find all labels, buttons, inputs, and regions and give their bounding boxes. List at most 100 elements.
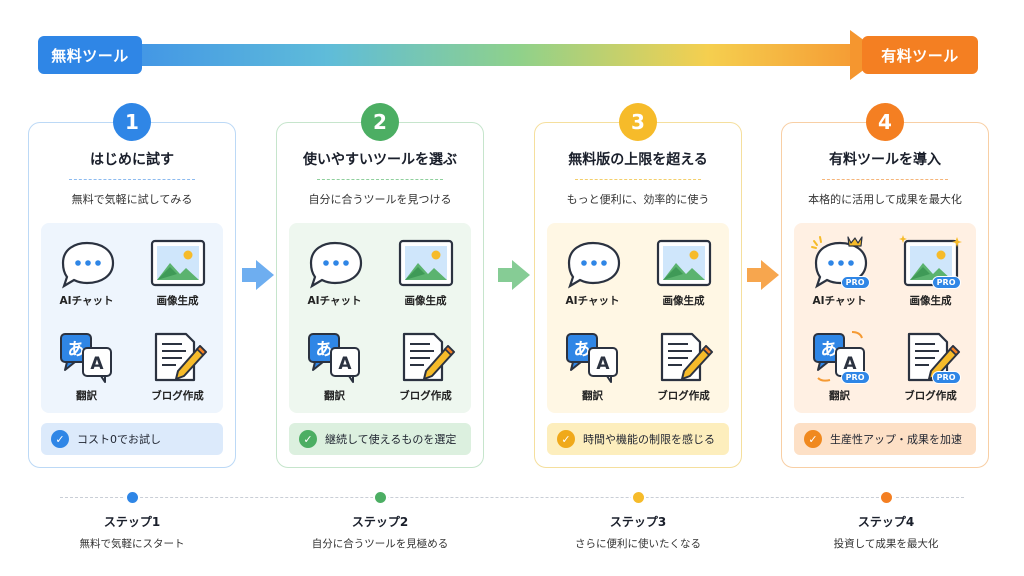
chat-bubble-icon (561, 233, 625, 289)
divider (822, 179, 948, 180)
check-icon: ✓ (299, 430, 317, 448)
tool-image-gen: PRO 画像生成 (885, 223, 976, 318)
image-icon: PRO (898, 233, 963, 289)
tool-blog: ブログ作成 (380, 318, 471, 413)
card-title: 無料版の上限を超える (568, 152, 708, 168)
pro-badge: PRO (931, 371, 961, 384)
translate-icon (303, 328, 367, 384)
progress-arrow: 無料ツール 有料ツール (38, 30, 980, 80)
tools-grid: PRO AIチャット PRO 画像生成 PR (794, 223, 976, 413)
tool-label: AIチャット (307, 295, 362, 307)
chat-bubble-icon: PRO (808, 233, 872, 289)
tool-label: ブログ作成 (657, 390, 710, 402)
tool-image-gen: 画像生成 (380, 223, 471, 318)
tool-translate: 翻訳 (41, 318, 132, 413)
document-pen-icon: PRO (899, 328, 963, 384)
tool-blog: PRO ブログ作成 (885, 318, 976, 413)
free-tools-label: 無料ツール (38, 36, 142, 74)
step-dot (630, 490, 646, 505)
tool-blog: ブログ作成 (638, 318, 729, 413)
step-dot (124, 490, 140, 505)
divider (69, 179, 195, 180)
card-footer: ✓ コスト0でお試し (41, 423, 223, 455)
tool-ai-chat: AIチャット (41, 223, 132, 318)
step-number-badge: 3 (619, 103, 657, 141)
step-desc: さらに便利に使いたくなる (575, 538, 701, 550)
check-icon: ✓ (557, 430, 575, 448)
step-card-3: 3 無料版の上限を超える もっと便利に、効率的に使う AIチャット 画像生成 翻… (534, 103, 742, 468)
translate-icon (561, 328, 625, 384)
step-card-4: 4 有料ツールを導入 本格的に活用して成果を最大化 PRO AIチャット (781, 103, 989, 468)
tool-label: 翻訳 (829, 390, 850, 402)
footer-text: 時間や機能の制限を感じる (583, 433, 715, 446)
tools-grid: AIチャット 画像生成 翻訳 ブログ作成 (289, 223, 471, 413)
tool-translate: 翻訳 (289, 318, 380, 413)
document-pen-icon (652, 328, 716, 384)
chat-bubble-icon (55, 233, 119, 289)
tool-translate: 翻訳 (547, 318, 638, 413)
chevron-right-icon (242, 260, 274, 290)
tool-blog: ブログ作成 (132, 318, 223, 413)
chat-bubble-icon (303, 233, 367, 289)
tool-label: ブログ作成 (151, 390, 204, 402)
step-card-2: 2 使いやすいツールを選ぶ 自分に合うツールを見つける AIチャット 画像生成 … (276, 103, 484, 468)
tools-grid: AIチャット 画像生成 翻訳 ブログ作成 (547, 223, 729, 413)
tool-ai-chat: AIチャット (547, 223, 638, 318)
card-footer: ✓ 生産性アップ・成果を加速 (794, 423, 976, 455)
step-name: ステップ3 (609, 515, 667, 529)
tool-label: AIチャット (565, 295, 620, 307)
step-1: ステップ1 無料で気軽にスタート (32, 490, 232, 551)
pro-badge: PRO (840, 276, 870, 289)
card-footer: ✓ 時間や機能の制限を感じる (547, 423, 729, 455)
step-desc: 投資して成果を最大化 (833, 538, 939, 550)
step-3: ステップ3 さらに便利に使いたくなる (538, 490, 738, 551)
tool-label: ブログ作成 (399, 390, 452, 402)
card-subtitle: もっと便利に、効率的に使う (566, 193, 710, 206)
image-icon (652, 233, 716, 289)
card-title: 使いやすいツールを選ぶ (303, 152, 457, 168)
step-number-badge: 4 (866, 103, 904, 141)
tool-translate: PRO 翻訳 (794, 318, 885, 413)
check-icon: ✓ (51, 430, 69, 448)
tool-label: 画像生成 (156, 295, 199, 307)
step-card-1: 1 はじめに試す 無料で気軽に試してみる AIチャット 画像生成 翻訳 ブログ作… (28, 103, 236, 468)
pro-badge: PRO (931, 276, 961, 289)
chevron-right-icon (498, 260, 530, 290)
step-desc: 無料で気軽にスタート (79, 538, 185, 550)
divider (575, 179, 701, 180)
tool-label: AIチャット (812, 295, 867, 307)
step-dot (878, 490, 894, 505)
step-name: ステップ4 (857, 515, 915, 529)
pro-badge: PRO (840, 371, 870, 384)
step-name: ステップ2 (351, 515, 409, 529)
step-number-badge: 2 (361, 103, 399, 141)
card-subtitle: 本格的に活用して成果を最大化 (808, 193, 962, 206)
card-subtitle: 無料で気軽に試してみる (71, 193, 193, 206)
footer-text: 継続して使えるものを選定 (325, 433, 457, 446)
tool-label: 翻訳 (76, 390, 97, 402)
tool-label: 画像生成 (909, 295, 952, 307)
check-icon: ✓ (804, 430, 822, 448)
step-name: ステップ1 (103, 515, 161, 529)
document-pen-icon (394, 328, 458, 384)
card-subtitle: 自分に合うツールを見つける (308, 193, 452, 206)
step-desc: 自分に合うツールを見極める (311, 538, 449, 550)
translate-icon (55, 328, 119, 384)
tool-image-gen: 画像生成 (638, 223, 729, 318)
card-title: 有料ツールを導入 (829, 152, 941, 168)
image-icon (394, 233, 458, 289)
footer-text: 生産性アップ・成果を加速 (830, 433, 962, 446)
step-2: ステップ2 自分に合うツールを見極める (280, 490, 480, 551)
document-pen-icon (146, 328, 210, 384)
tool-ai-chat: PRO AIチャット (794, 223, 885, 318)
chevron-right-icon (747, 260, 779, 290)
tools-grid: AIチャット 画像生成 翻訳 ブログ作成 (41, 223, 223, 413)
tool-label: AIチャット (59, 295, 114, 307)
step-number-badge: 1 (113, 103, 151, 141)
tool-ai-chat: AIチャット (289, 223, 380, 318)
tool-label: 翻訳 (324, 390, 345, 402)
timeline-line (60, 497, 964, 498)
card-title: はじめに試す (90, 152, 174, 168)
tool-label: 画像生成 (404, 295, 447, 307)
divider (317, 179, 443, 180)
